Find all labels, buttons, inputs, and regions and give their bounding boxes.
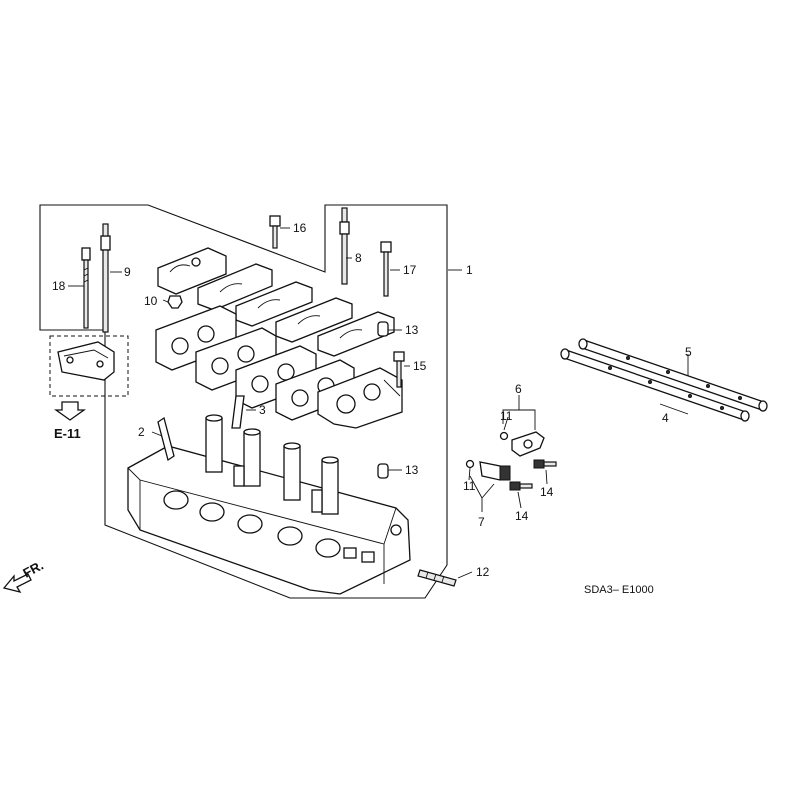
o-ring-11-upper (499, 431, 509, 441)
callout-1: 1 (466, 263, 473, 277)
bolt-8 (339, 207, 350, 285)
callout-7: 7 (478, 515, 485, 529)
leader-lines (68, 227, 689, 579)
sensor-7 (479, 461, 511, 481)
callout-14-upper: 14 (540, 485, 554, 499)
dowel-13-upper (377, 321, 389, 337)
callout-12: 12 (476, 565, 490, 579)
callout-11-lower: 11 (463, 479, 476, 493)
dowel-pin-3 (231, 395, 245, 429)
callout-18: 18 (52, 279, 66, 293)
callout-5: 5 (685, 345, 692, 359)
dowel-pin-2 (157, 416, 175, 462)
reference-dashed-box (49, 335, 129, 397)
rocker-shaft-4 (560, 348, 750, 422)
stud-12 (417, 569, 457, 587)
cam-holder-upper-1 (157, 247, 227, 295)
front-direction-arrow-icon (2, 573, 32, 594)
bolt-14-upper (533, 459, 557, 469)
cam-holder-upper-5 (317, 311, 395, 357)
callout-6: 6 (515, 382, 522, 396)
bracket-part-in-reference (57, 341, 115, 381)
rocker-shaft-5 (578, 338, 768, 412)
o-ring-11-lower (465, 459, 475, 469)
bolt-15 (393, 351, 405, 388)
reference-label: E-11 (54, 426, 81, 441)
bolt-17 (380, 241, 392, 297)
callout-17: 17 (403, 263, 417, 277)
arrow-down-icon (53, 401, 87, 421)
diagram-code: SDA3– E1000 (584, 584, 654, 596)
callout-14-lower: 14 (515, 509, 529, 523)
callout-15: 15 (413, 359, 427, 373)
callout-3: 3 (259, 403, 266, 417)
head-bolt-18 (81, 247, 91, 329)
callout-4: 4 (662, 411, 669, 425)
head-bolt-9 (100, 223, 111, 333)
bolt-14-lower (509, 481, 533, 491)
dowel-13-lower (377, 463, 389, 479)
callout-9: 9 (124, 265, 131, 279)
callout-13-lower: 13 (405, 463, 419, 477)
cam-holder-upper-2 (197, 263, 273, 311)
callout-8: 8 (355, 251, 362, 265)
callout-11-upper: 11 (500, 409, 513, 423)
callout-2: 2 (138, 425, 145, 439)
bolt-16 (269, 215, 281, 249)
spool-valve-6 (511, 431, 545, 457)
cylinder-head (127, 414, 411, 595)
callout-10: 10 (144, 294, 158, 308)
callout-16: 16 (293, 221, 307, 235)
nut-10 (167, 295, 183, 309)
callout-13-upper: 13 (405, 323, 419, 337)
